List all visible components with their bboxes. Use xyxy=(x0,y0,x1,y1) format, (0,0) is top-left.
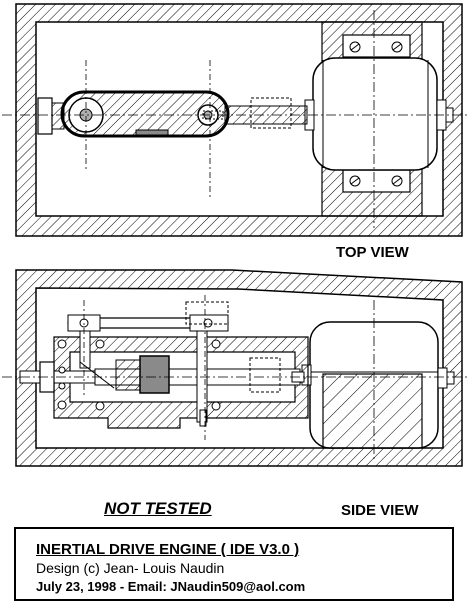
title-date-email: July 23, 1998 - Email: JNaudin509@aol.co… xyxy=(36,579,306,594)
coupling-dashed xyxy=(250,97,292,129)
side-motor-mount xyxy=(322,373,423,449)
motor-clamp-top xyxy=(342,34,411,58)
bearing-icon xyxy=(57,339,221,411)
left-bearing xyxy=(37,97,53,135)
top-frame xyxy=(15,3,463,237)
side-housing xyxy=(53,336,309,429)
inertial-mass xyxy=(139,355,170,394)
top-view-label: TOP VIEW xyxy=(336,244,409,261)
motor-body xyxy=(312,57,438,171)
crank-dashed xyxy=(185,301,229,325)
title-block: INERTIAL DRIVE ENGINE ( IDE V3.0 ) Desig… xyxy=(14,527,454,601)
screw-icon xyxy=(349,41,403,187)
side-view xyxy=(2,269,468,467)
belt-loop xyxy=(60,90,230,138)
title-design: Design (c) Jean- Louis Naudin xyxy=(36,560,225,576)
not-tested-label: NOT TESTED xyxy=(104,499,212,518)
top-view xyxy=(2,3,468,237)
side-coupling-dashed xyxy=(249,357,281,393)
title-main: INERTIAL DRIVE ENGINE ( IDE V3.0 ) xyxy=(36,541,300,558)
side-view-label: SIDE VIEW xyxy=(341,502,419,519)
